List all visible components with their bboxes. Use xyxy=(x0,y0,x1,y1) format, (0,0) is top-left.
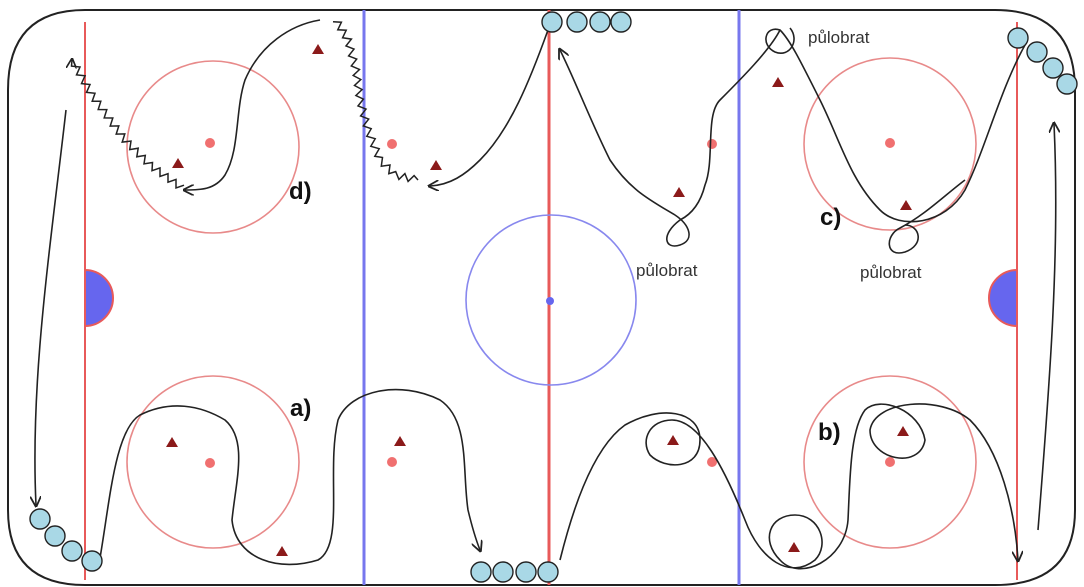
player-icon xyxy=(29,508,51,530)
faceoff-dot xyxy=(387,457,397,467)
player-icon xyxy=(537,561,559,583)
cone-icon xyxy=(897,426,909,436)
label-d: d) xyxy=(289,178,312,205)
faceoff-dot xyxy=(707,457,717,467)
player-groups xyxy=(29,11,1078,583)
player-icon xyxy=(1056,73,1078,95)
player-icon xyxy=(1026,41,1048,63)
faceoff-circle-bottom-left xyxy=(126,375,300,549)
faceoff-dot xyxy=(885,457,895,467)
cone-icon xyxy=(772,77,784,87)
cone-icon xyxy=(788,542,800,552)
player-icon xyxy=(515,561,537,583)
cone-icon xyxy=(394,436,406,446)
faceoff-circle-bottom-right xyxy=(803,375,977,549)
right-goal-crease xyxy=(988,268,1018,328)
player-icon xyxy=(1007,27,1029,49)
player-icon xyxy=(492,561,514,583)
center-dot xyxy=(546,297,554,305)
path-center-left xyxy=(430,29,549,186)
cone-icon xyxy=(166,437,178,447)
left-goal-crease xyxy=(84,268,114,328)
player-group-bottom-center xyxy=(470,561,559,583)
player-group-top-center xyxy=(541,11,632,33)
faceoff-circle-top-right xyxy=(803,57,977,231)
player-icon xyxy=(1042,57,1064,79)
player-icon xyxy=(81,550,103,572)
faceoff-circle-top-left xyxy=(126,60,300,234)
cone-icon xyxy=(312,44,324,54)
rink-boards xyxy=(7,9,1076,586)
player-group-bottom-left xyxy=(29,508,103,572)
path-a xyxy=(99,388,480,566)
path-center xyxy=(560,29,781,247)
annotation-half-turn-top: půlobrat xyxy=(808,28,870,47)
label-a: a) xyxy=(290,395,311,422)
cone-icon xyxy=(276,546,288,556)
cone-icon xyxy=(430,160,442,170)
faceoff-dot xyxy=(205,138,215,148)
wavy-paths xyxy=(72,21,419,190)
player-icon xyxy=(44,525,66,547)
player-icon xyxy=(610,11,632,33)
player-icon xyxy=(61,540,83,562)
player-icon xyxy=(470,561,492,583)
label-b: b) xyxy=(818,419,841,446)
cone-icon xyxy=(900,200,912,210)
path-c-turn xyxy=(888,179,966,254)
faceoff-dot xyxy=(885,138,895,148)
skating-paths xyxy=(35,19,1056,570)
player-group-top-right xyxy=(1007,27,1078,95)
wavy-path-center xyxy=(332,21,419,183)
path-right-return xyxy=(1037,124,1056,531)
faceoff-dot xyxy=(707,139,717,149)
faceoff-dot xyxy=(205,458,215,468)
faceoff-dot xyxy=(387,139,397,149)
wavy-path-d xyxy=(72,60,185,190)
cone-icon xyxy=(172,158,184,168)
center-circle xyxy=(465,214,637,386)
player-icon xyxy=(589,11,611,33)
cone-icon xyxy=(667,435,679,445)
annotation-half-turn-right: půlobrat xyxy=(860,263,922,282)
annotation-half-turn-center: půlobrat xyxy=(636,261,698,280)
player-icon xyxy=(541,11,563,33)
path-b xyxy=(559,403,1018,570)
cone-icon xyxy=(673,187,685,197)
cones xyxy=(166,44,912,556)
path-d xyxy=(185,19,321,190)
label-c: c) xyxy=(820,204,841,231)
path-left-return xyxy=(35,109,67,505)
player-icon xyxy=(566,11,588,33)
